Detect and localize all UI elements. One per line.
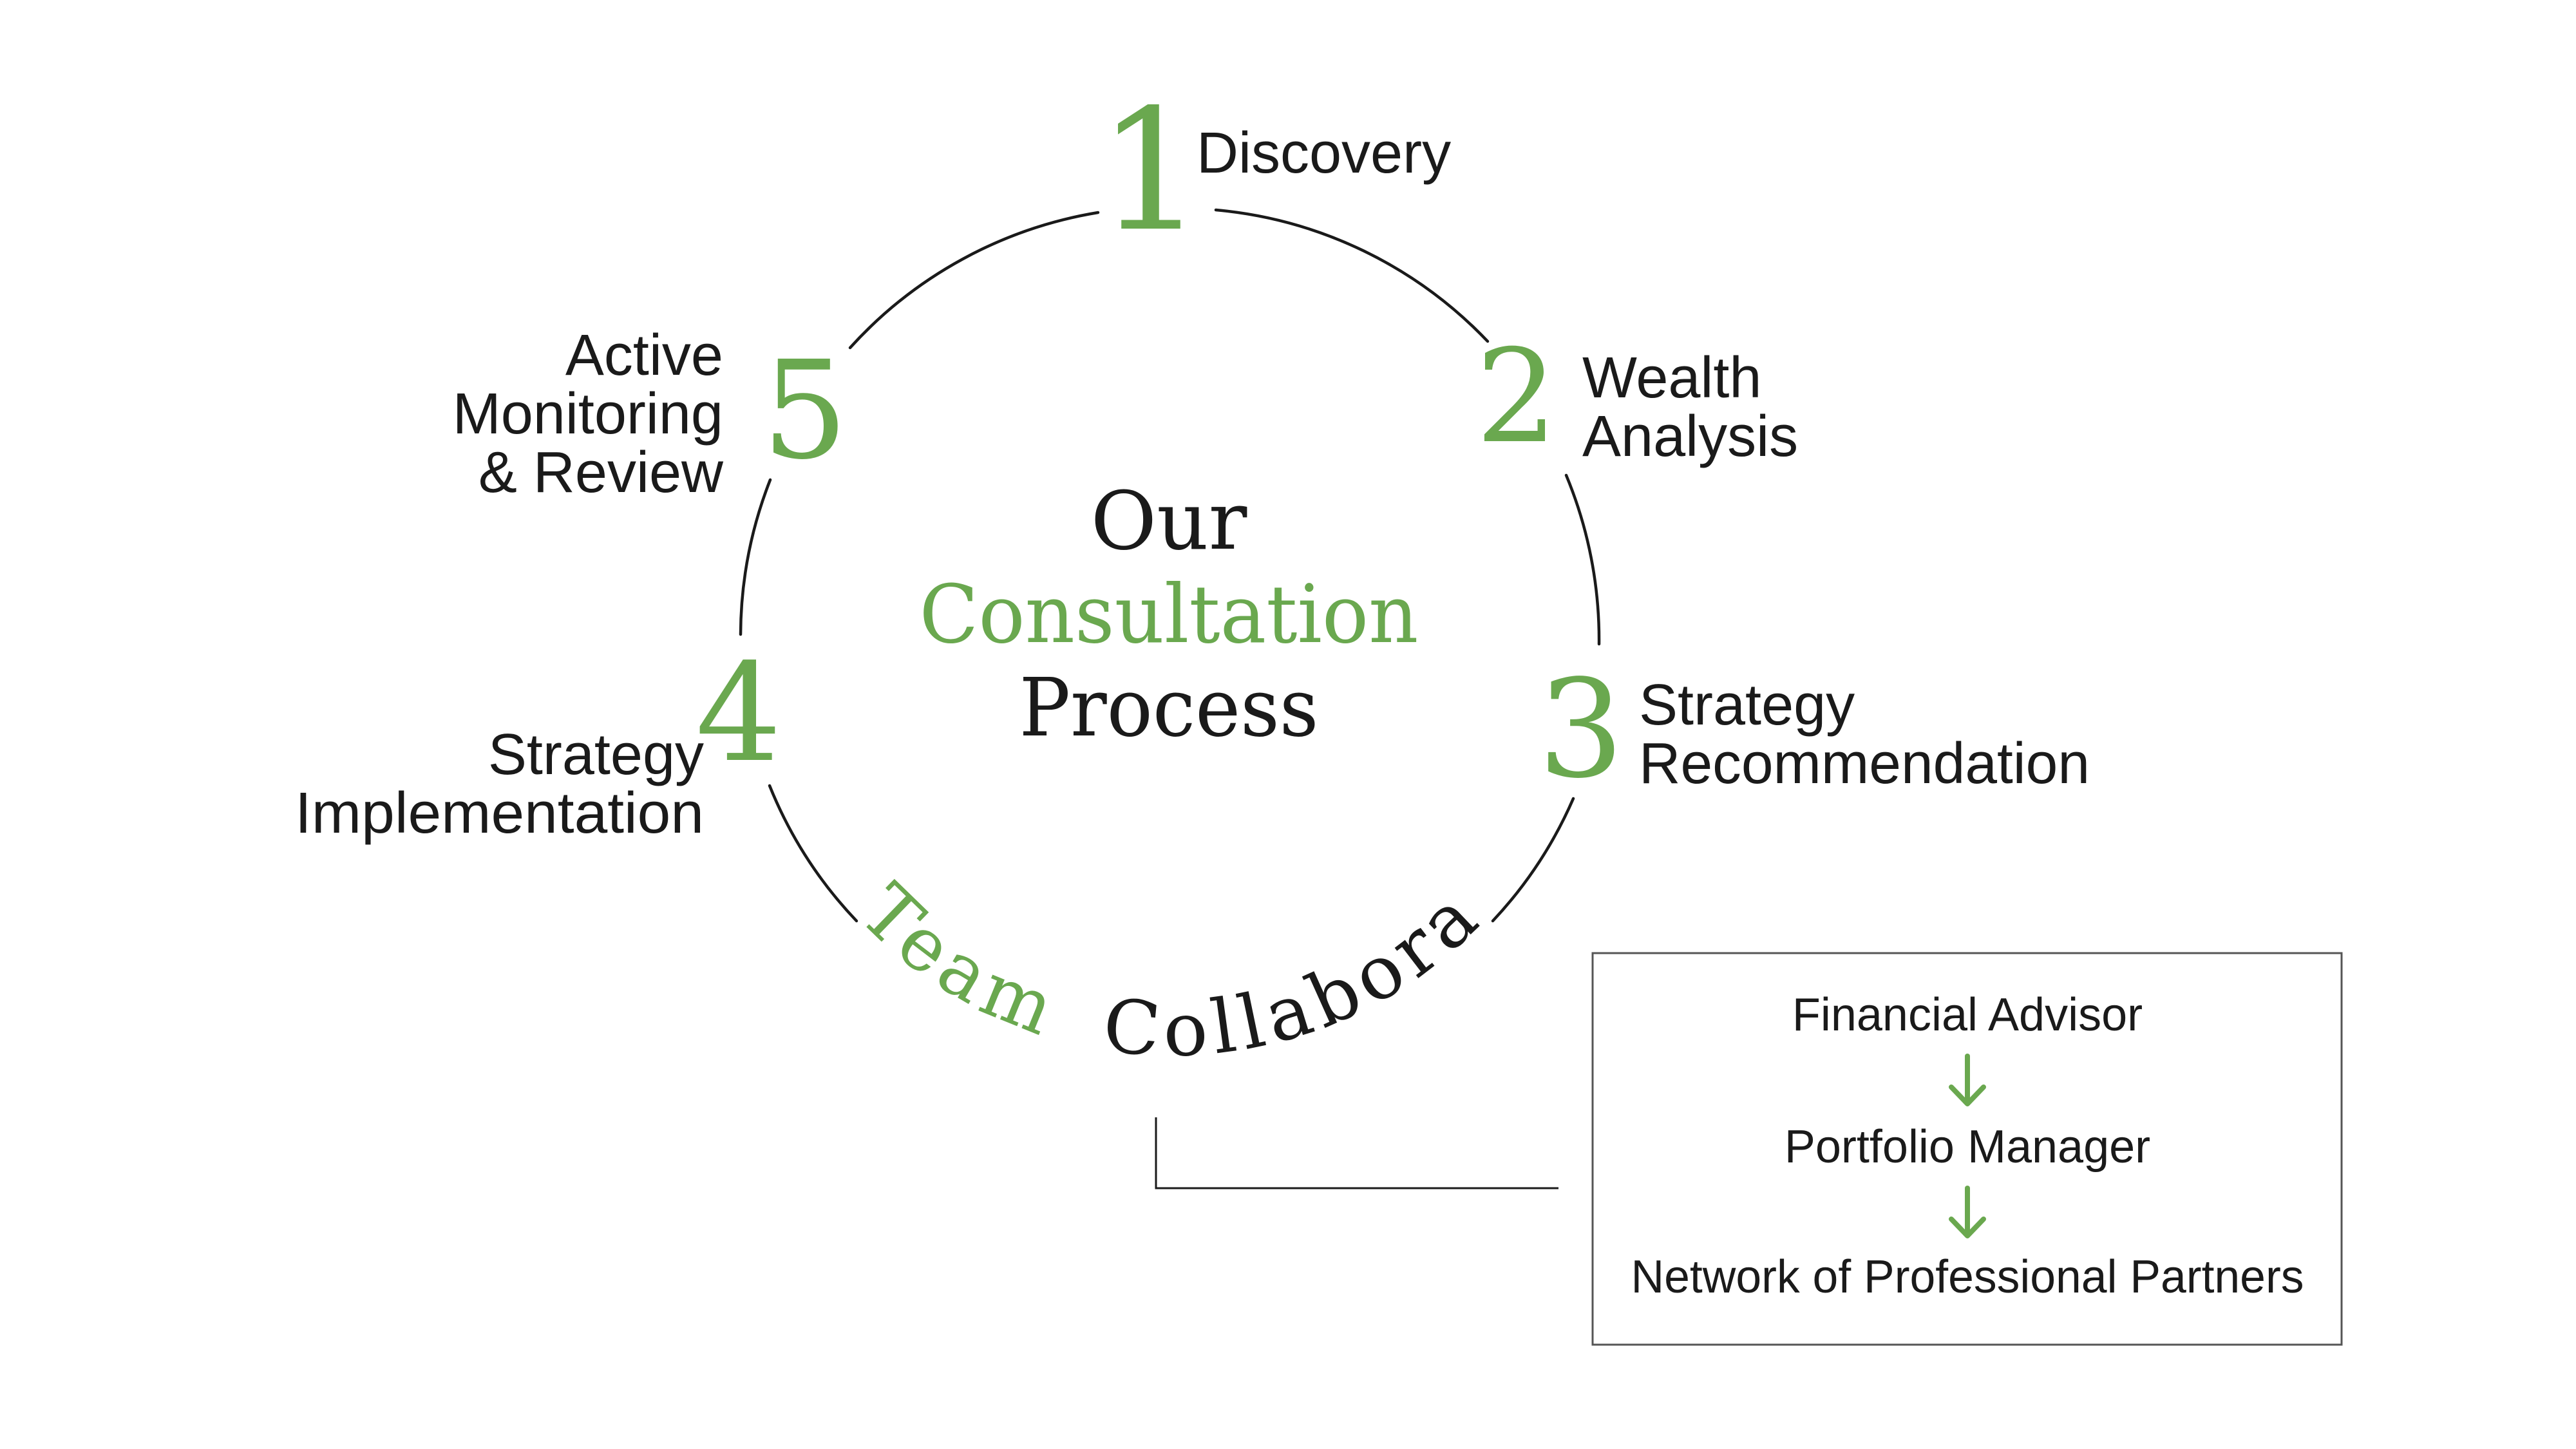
- step-strategy-recommendation: 3 Strategy Recommendation: [1538, 650, 2090, 808]
- step-discovery: 1 Discovery: [1097, 74, 1451, 269]
- step-1-number: 1: [1097, 74, 1204, 269]
- circle-arc-wealth-to-recommendation: [1564, 473, 1601, 646]
- step-1-label-line1: Discovery: [1197, 121, 1451, 185]
- circle-arc-recommendation-to-collaboration: [1491, 797, 1575, 923]
- step-4-label-line1: Strategy: [488, 723, 704, 787]
- step-2-number: 2: [1475, 322, 1557, 472]
- center-title-line2: Consultation: [920, 568, 1419, 661]
- circle-arc-monitoring-to-discovery: [848, 211, 1100, 350]
- team-box-frame: [1591, 952, 2343, 1346]
- step-5-number: 5: [762, 332, 848, 489]
- step-4-number: 4: [696, 634, 782, 792]
- step-4-label-line2: Implementation: [295, 781, 704, 846]
- circle-arc-monitoring-to-implementation: [739, 478, 772, 636]
- step-5-label-line3: & Review: [478, 440, 724, 505]
- step-wealth-analysis: 2 Wealth Analysis: [1475, 322, 1798, 472]
- step-5-label-line1: Active: [565, 323, 723, 388]
- center-title-line1: Our: [1091, 475, 1247, 568]
- team-box-connector: [1155, 1117, 1558, 1189]
- circle-arc-discovery-to-wealth: [1214, 208, 1490, 343]
- team-word: Team: [844, 868, 1072, 1055]
- step-3-number: 3: [1538, 650, 1624, 808]
- team-box-item-portfolio-manager: Portfolio Manager: [1785, 1121, 2150, 1173]
- step-3-label-line2: Recommendation: [1639, 732, 2090, 796]
- step-5-label-line2: Monitoring: [453, 382, 723, 446]
- center-title: Our Consultation Process: [920, 475, 1419, 755]
- down-arrow-icon: [1949, 1054, 1986, 1106]
- down-arrow-icon: [1949, 1186, 1986, 1238]
- step-strategy-implementation: 4 Strategy Implementation: [295, 634, 782, 846]
- step-2-label-line1: Wealth: [1582, 346, 1761, 410]
- step-2-label-line2: Analysis: [1582, 404, 1798, 469]
- team-box-item-financial-advisor: Financial Advisor: [1792, 989, 2143, 1041]
- center-title-line3: Process: [1019, 661, 1319, 755]
- step-active-monitoring: 5 Active Monitoring & Review: [453, 323, 848, 505]
- circle-arc-implementation-to-team: [768, 784, 858, 923]
- step-3-label-line1: Strategy: [1639, 673, 1855, 737]
- process-circle: [739, 208, 1601, 923]
- team-box: Financial Advisor Portfolio Manager Netw…: [1591, 952, 2343, 1346]
- team-box-item-network-of-professional-partners: Network of Professional Partners: [1631, 1251, 2304, 1303]
